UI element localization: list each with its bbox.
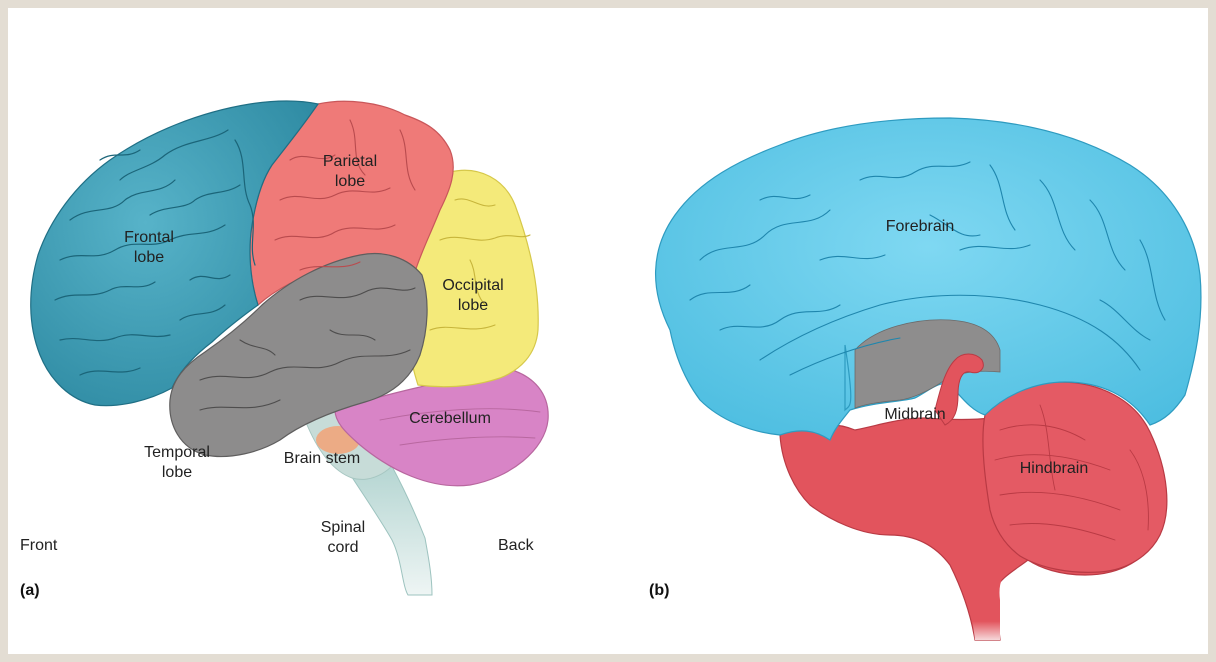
label-front: Front (20, 536, 57, 556)
stem-fade (952, 565, 1010, 640)
panel-a-letter: (a) (20, 582, 40, 600)
label-hindbrain: Hindbrain (1004, 459, 1104, 479)
label-spinal-cord: Spinal cord (303, 518, 383, 558)
panel-b-brain (656, 118, 1201, 640)
panel-b-letter: (b) (649, 582, 669, 600)
label-occipital-lobe: Occipital lobe (428, 276, 518, 316)
forebrain-shape (656, 118, 1201, 440)
label-midbrain: Midbrain (870, 405, 960, 425)
label-back: Back (498, 536, 534, 556)
label-brain-stem: Brain stem (272, 449, 372, 469)
label-cerebellum: Cerebellum (395, 409, 505, 429)
label-frontal-lobe: Frontal lobe (104, 228, 194, 268)
panel-a-brain (31, 101, 548, 595)
label-temporal-lobe: Temporal lobe (132, 443, 222, 483)
label-parietal-lobe: Parietal lobe (305, 152, 395, 192)
label-forebrain: Forebrain (870, 217, 970, 237)
